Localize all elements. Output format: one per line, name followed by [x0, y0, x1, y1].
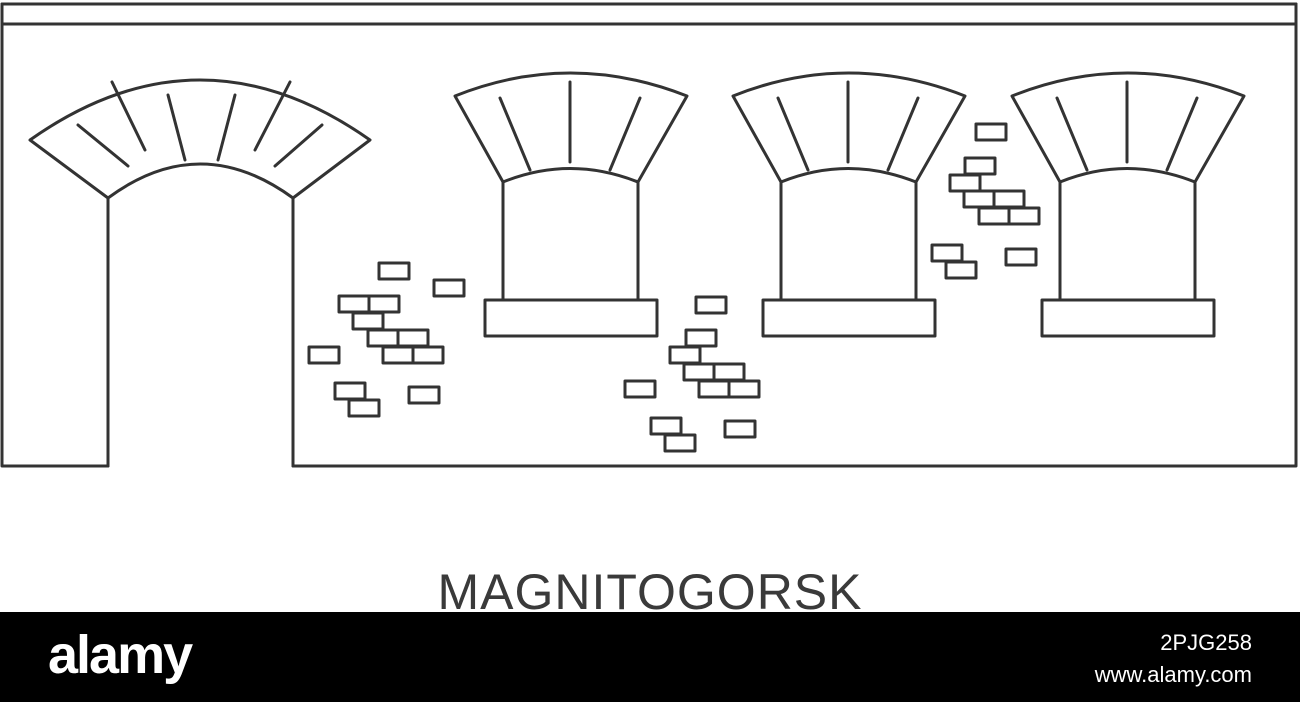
window-1 [453, 71, 689, 338]
window-3 [1010, 71, 1246, 338]
watermark-footer: alamy 2PJG258 www.alamy.com [0, 612, 1300, 702]
image-id-label: 2PJG258 [1160, 630, 1252, 655]
bricks-cluster-right [930, 122, 1041, 280]
wall-outline [0, 2, 1298, 468]
window-2 [731, 71, 967, 338]
site-url-label: www.alamy.com [1094, 662, 1252, 687]
alamy-logo: alamy [48, 625, 193, 685]
city-caption: MAGNITOGORSK [437, 564, 863, 620]
bricks-cluster-left [307, 261, 466, 418]
bricks-cluster-middle [623, 295, 761, 453]
magnitogorsk-landmark-illustration [0, 2, 1298, 468]
doorway-arch [28, 78, 372, 468]
